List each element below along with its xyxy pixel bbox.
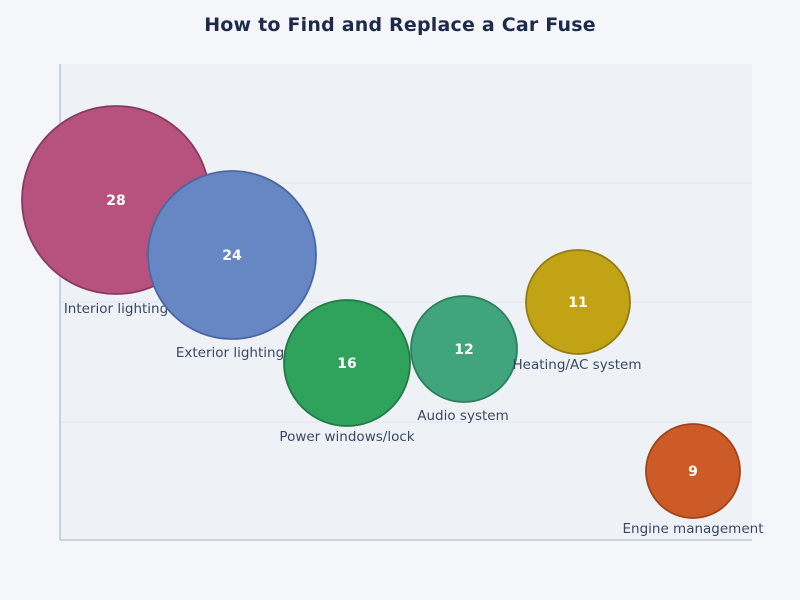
chart-title: How to Find and Replace a Car Fuse [204, 14, 596, 36]
bubble-label-exterior-lighting: Exterior lighting [176, 345, 284, 361]
bubble-value-power-windows-lock: 16 [337, 356, 356, 372]
bubble-label-heating-ac-system: Heating/AC system [513, 357, 642, 373]
bubble-power-windows-lock [283, 299, 411, 427]
bubble-label-engine-management: Engine management [623, 521, 764, 537]
bubble-label-interior-lighting: Interior lighting [64, 301, 168, 317]
bubble-value-engine-management: 9 [688, 464, 698, 480]
bubble-exterior-lighting [147, 170, 317, 340]
bubble-value-exterior-lighting: 24 [222, 248, 242, 264]
bubble-label-audio-system: Audio system [417, 408, 508, 424]
bubble-value-audio-system: 12 [454, 342, 473, 358]
bubble-engine-management [645, 423, 741, 519]
bubble-heating-ac-system [525, 249, 631, 355]
bubble-label-power-windows-lock: Power windows/lock [279, 429, 414, 445]
bubble-value-heating-ac-system: 11 [568, 295, 587, 311]
bubble-value-interior-lighting: 28 [106, 193, 125, 209]
bubble-audio-system [410, 295, 518, 403]
